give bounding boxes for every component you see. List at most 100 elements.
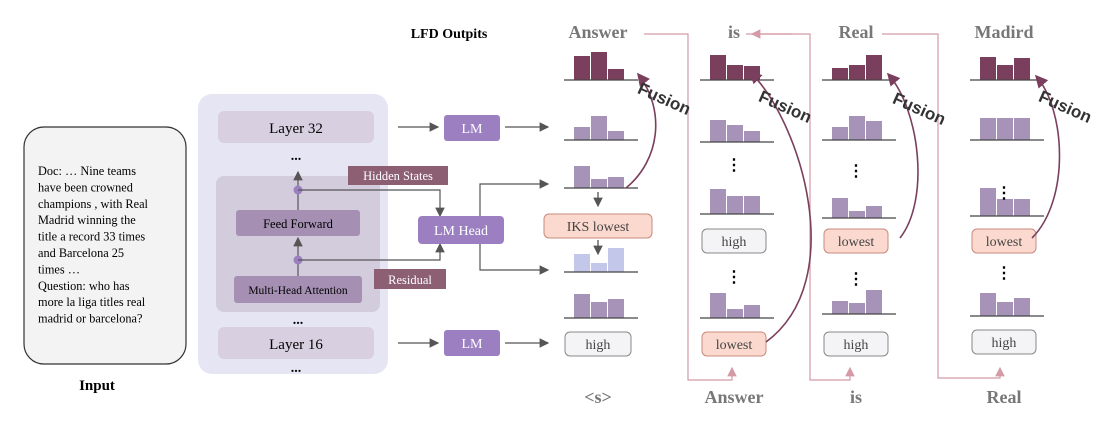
residual-label: Residual [388,273,432,287]
histogram-bar [727,309,743,318]
high-tag-box [971,329,1037,355]
histogram-bar [608,177,624,188]
input-label: Input [79,378,115,394]
input-line: and Barcelona 25 [38,246,124,260]
histogram-bar [980,293,996,316]
histogram-bar [997,65,1013,80]
layer-16-box [218,327,374,359]
outputs-title: LFD Outpits [411,27,488,42]
input-box [23,126,187,365]
histogram-bar [710,293,726,318]
residual-path [298,242,445,261]
histogram-bar [574,166,590,188]
lm-head-box [418,216,504,244]
ellipsis-mid: ... [293,313,304,328]
vertical-ellipsis: ⋮ [726,269,742,286]
lowest-tag-box [823,228,889,254]
high-tag-label: high [586,338,611,353]
fusion-label-3: Fusion [890,89,949,129]
histogram-bar [727,196,743,214]
histogram-bar [866,290,882,314]
histogram-bar [866,121,882,140]
model-panel: Layer 32 ... Feed Forward Multi-Head Att… [198,94,388,376]
histogram-bar [608,131,624,140]
high-tag-label: high [722,235,747,250]
histogram-bar [832,301,848,314]
lm-head-connectors: Hidden States Residual [298,166,448,289]
vertical-ellipsis: ⋮ [996,265,1012,282]
high-tag-box [564,331,632,357]
lowest-tag-box [971,228,1037,254]
ellipsis-top: ... [291,149,302,164]
attention-box [234,276,362,303]
vertical-ellipsis: ⋮ [848,271,864,288]
fusion-label-1: Fusion [635,79,694,119]
histogram-bar [849,211,865,218]
histogram-bar [1014,118,1030,140]
histogram-bar [608,69,624,80]
histogram-bar [591,116,607,140]
column-token-bottom: Answer [705,387,764,407]
fusion-arrow-3 [886,72,919,239]
histogram-bar [591,263,607,272]
histogram-bar [980,118,996,140]
histogram-bar [997,302,1013,316]
high-tag-label: high [992,336,1017,351]
histogram-bar [1014,298,1030,316]
layer-32-box [218,111,374,143]
column-token-top: Real [839,22,874,42]
histogram-bar [591,52,607,80]
connector-answer [644,33,737,381]
attention-label: Multi-Head Attention [248,285,348,297]
input-line: Madrid winning the [38,213,136,227]
vertical-ellipsis: ⋮ [848,163,864,180]
histogram-bar [832,68,848,80]
lowest-tag-box [543,213,653,239]
histogram-bar [710,189,726,214]
input-line: champions , with Real [38,197,149,211]
connector-real [882,33,1005,379]
fusion-arrow-4 [1031,74,1061,239]
arrow-lmhead-down [479,244,550,275]
column-token-bottom: <s> [584,387,612,407]
lm-blocks: LM LM LM Head [398,115,550,356]
lm-top-label: LM [462,122,484,137]
lm-bottom-box [444,330,500,356]
input-line: Question: who has [38,279,130,293]
histogram-bar [574,294,590,318]
histogram-bar [710,120,726,142]
histogram-bar [832,198,848,218]
arrow-lmhead-up [479,179,550,216]
lowest-tag-label: lowest [838,235,875,250]
histogram-bar [832,127,848,140]
histogram-bar [866,55,882,80]
histogram-bar [574,254,590,272]
histogram-bar [591,179,607,188]
histogram-bar [591,302,607,318]
histogram-bar [744,196,760,214]
histogram-bar [849,303,865,314]
feed-forward-label: Feed Forward [263,217,334,231]
column-token-bottom: is [850,387,862,407]
histogram-bar [727,125,743,142]
histogram-bar [744,305,760,318]
input-line: madrid or barcelona? [38,312,142,326]
histogram-bar [1014,199,1030,216]
histogram-bar [1014,58,1030,80]
high-tag-box [823,331,889,357]
ellipsis-bottom: ... [291,361,302,376]
histogram-bar [997,118,1013,140]
fusion-label-4: Fusion [1036,87,1095,127]
histogram-bar [727,65,743,80]
input-line: title a record 33 times [38,230,145,244]
column-token-bottom: Real [987,387,1022,407]
layer-16-label: Layer 16 [269,337,323,353]
column-token-top: Answer [569,22,628,42]
hidden-path [298,189,445,218]
histogram-bar [574,127,590,140]
fusion-arrow-2 [748,70,812,343]
